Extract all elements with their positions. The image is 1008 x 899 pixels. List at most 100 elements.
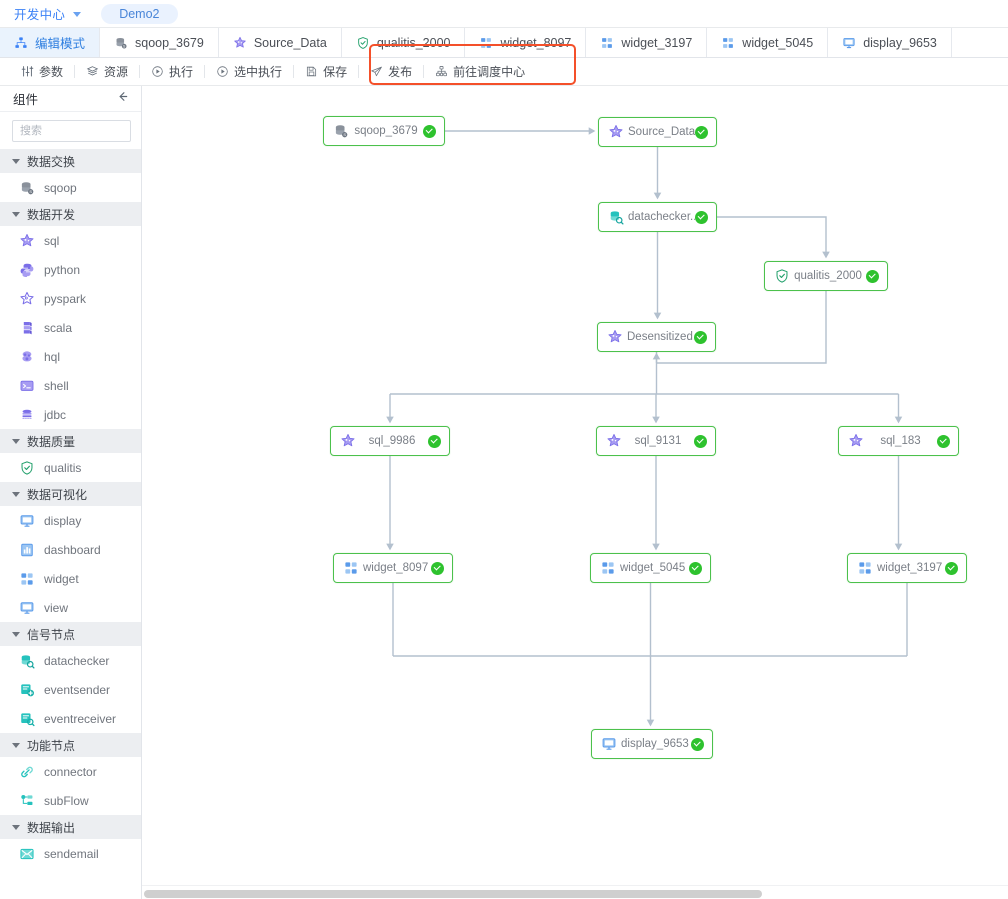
sidebar-item-jdbc[interactable]: jdbc bbox=[0, 400, 141, 429]
toolbar-separator bbox=[139, 65, 141, 78]
monitor-icon bbox=[601, 736, 617, 752]
workflow-node-sql_183[interactable]: sql_183 bbox=[838, 426, 959, 456]
toolbar-button-选中执行[interactable]: 选中执行 bbox=[205, 58, 293, 85]
tab-widget_5045[interactable]: widget_5045 bbox=[707, 28, 829, 57]
toolbar-button-执行[interactable]: 执行 bbox=[140, 58, 204, 85]
workflow-node-display_9653[interactable]: display_9653 bbox=[591, 729, 713, 759]
play-circle-icon bbox=[216, 65, 229, 78]
tab-widget_3197[interactable]: widget_3197 bbox=[586, 28, 708, 57]
sidebar-group-数据可视化[interactable]: 数据可视化 bbox=[0, 482, 141, 506]
widget-blocks-icon bbox=[721, 36, 735, 50]
workflow-node-widget_8097[interactable]: widget_8097 bbox=[333, 553, 453, 583]
sidebar-item-shell[interactable]: shell bbox=[0, 371, 141, 400]
sidebar-item-datachecker[interactable]: datachecker bbox=[0, 646, 141, 675]
sidebar-item-python[interactable]: python bbox=[0, 255, 141, 284]
layers-icon bbox=[86, 65, 99, 78]
workflow-node-qualitis_2000[interactable]: qualitis_2000 bbox=[764, 261, 888, 291]
sidebar-item-label: widget bbox=[44, 571, 79, 586]
tab-widget_8097[interactable]: widget_8097 bbox=[465, 28, 587, 57]
horizontal-scrollbar[interactable] bbox=[142, 885, 1008, 899]
sidebar-item-label: shell bbox=[44, 378, 69, 393]
workflow-node-source_data[interactable]: Source_Data bbox=[598, 117, 717, 147]
chevron-down-icon[interactable] bbox=[73, 11, 82, 17]
sidebar-item-qualitis[interactable]: qualitis bbox=[0, 453, 141, 482]
sidebar-item-eventreceiver[interactable]: eventreceiver bbox=[0, 704, 141, 733]
status-badge-success bbox=[694, 434, 707, 448]
workflow-node-widget_5045[interactable]: widget_5045 bbox=[590, 553, 711, 583]
toolbar-button-label: 资源 bbox=[104, 65, 129, 79]
sidebar-group-功能节点[interactable]: 功能节点 bbox=[0, 733, 141, 757]
sidebar-item-scala[interactable]: scala bbox=[0, 313, 141, 342]
dashboard-icon bbox=[19, 542, 35, 558]
spark-star-icon bbox=[848, 433, 864, 449]
sidebar-group-数据输出[interactable]: 数据输出 bbox=[0, 815, 141, 839]
toolbar-button-参数[interactable]: 参数 bbox=[10, 58, 74, 85]
toolbar-separator bbox=[204, 65, 206, 78]
status-badge-success bbox=[945, 561, 958, 575]
tab-编辑模式[interactable]: 编辑模式 bbox=[0, 28, 101, 57]
event-send-icon bbox=[19, 682, 35, 698]
sidebar-item-eventsender[interactable]: eventsender bbox=[0, 675, 141, 704]
project-pill[interactable]: Demo2 bbox=[101, 3, 178, 24]
workflow-node-sql_9986[interactable]: sql_9986 bbox=[330, 426, 450, 456]
widget-blocks-icon bbox=[479, 36, 493, 50]
workspace-title[interactable]: 开发中心 bbox=[14, 8, 66, 22]
workflow-node-datachecker[interactable]: datachecker... bbox=[598, 202, 717, 232]
sidebar-item-display[interactable]: display bbox=[0, 506, 141, 535]
sidebar-item-label: scala bbox=[44, 320, 73, 335]
toolbar-button-资源[interactable]: 资源 bbox=[75, 58, 139, 85]
workflow-node-label: qualitis_2000 bbox=[794, 270, 862, 282]
database-stack-icon: S bbox=[19, 180, 35, 196]
sidebar-group-label: 数据输出 bbox=[27, 820, 76, 835]
sidebar-item-label: eventsender bbox=[44, 682, 111, 697]
sidebar-item-label: datachecker bbox=[44, 653, 110, 668]
workflow-node-label: widget_5045 bbox=[620, 562, 686, 574]
chevron-down-icon bbox=[12, 158, 20, 164]
sidebar-group-数据质量[interactable]: 数据质量 bbox=[0, 429, 141, 453]
tab-display_9653[interactable]: display_9653 bbox=[828, 28, 952, 57]
workflow-node-sql_9131[interactable]: sql_9131 bbox=[596, 426, 716, 456]
status-badge-success bbox=[423, 124, 436, 138]
scrollbar-thumb[interactable] bbox=[144, 890, 762, 898]
sidebar-item-dashboard[interactable]: dashboard bbox=[0, 535, 141, 564]
sidebar-group-数据交换[interactable]: 数据交换 bbox=[0, 149, 141, 173]
sidebar-item-label: view bbox=[44, 600, 69, 615]
sidebar-item-sql[interactable]: sql bbox=[0, 226, 141, 255]
sidebar-item-label: pyspark bbox=[44, 291, 87, 306]
workflow-node-label: datachecker... bbox=[628, 211, 695, 223]
toolbar-button-前往调度中心[interactable]: 前往调度中心 bbox=[424, 58, 536, 85]
sidebar-item-label: subFlow bbox=[44, 793, 89, 808]
monitor-icon bbox=[19, 513, 35, 529]
sidebar-item-widget[interactable]: widget bbox=[0, 564, 141, 593]
sidebar-item-pyspark[interactable]: pyspark bbox=[0, 284, 141, 313]
sidebar-item-label: eventreceiver bbox=[44, 711, 117, 726]
spark-star-outline-icon bbox=[19, 291, 35, 307]
toolbar: 参数 资源 执行 选中执行 保存 发布 前往调度中心 bbox=[0, 44, 1008, 86]
sidebar-item-hql[interactable]: hql bbox=[0, 342, 141, 371]
workflow-node-widget_3197[interactable]: widget_3197 bbox=[847, 553, 967, 583]
workflow-node-desensitized[interactable]: Desensitized... bbox=[597, 322, 716, 352]
sidebar-item-subFlow[interactable]: subFlow bbox=[0, 786, 141, 815]
link-icon bbox=[19, 764, 35, 780]
spark-star-icon bbox=[607, 329, 623, 345]
workflow-node-label: sql_9131 bbox=[634, 435, 682, 447]
tab-Source_Data[interactable]: Source_Data bbox=[218, 28, 342, 57]
sidebar-item-connector[interactable]: connector bbox=[0, 757, 141, 786]
sidebar-item-sendemail[interactable]: sendemail bbox=[0, 839, 141, 868]
search-input[interactable] bbox=[12, 120, 131, 142]
arrow-left-icon[interactable] bbox=[115, 89, 130, 109]
sidebar-group-信号节点[interactable]: 信号节点 bbox=[0, 622, 141, 646]
sidebar-item-view[interactable]: view bbox=[0, 593, 141, 622]
tab-qualitis_2000[interactable]: qualitis_2000 bbox=[341, 28, 466, 57]
sidebar-group-label: 功能节点 bbox=[27, 738, 76, 753]
toolbar-button-保存[interactable]: 保存 bbox=[294, 58, 358, 85]
status-badge-success bbox=[691, 737, 704, 751]
sidebar-group-数据开发[interactable]: 数据开发 bbox=[0, 202, 141, 226]
toolbar-button-发布[interactable]: 发布 bbox=[359, 58, 423, 85]
